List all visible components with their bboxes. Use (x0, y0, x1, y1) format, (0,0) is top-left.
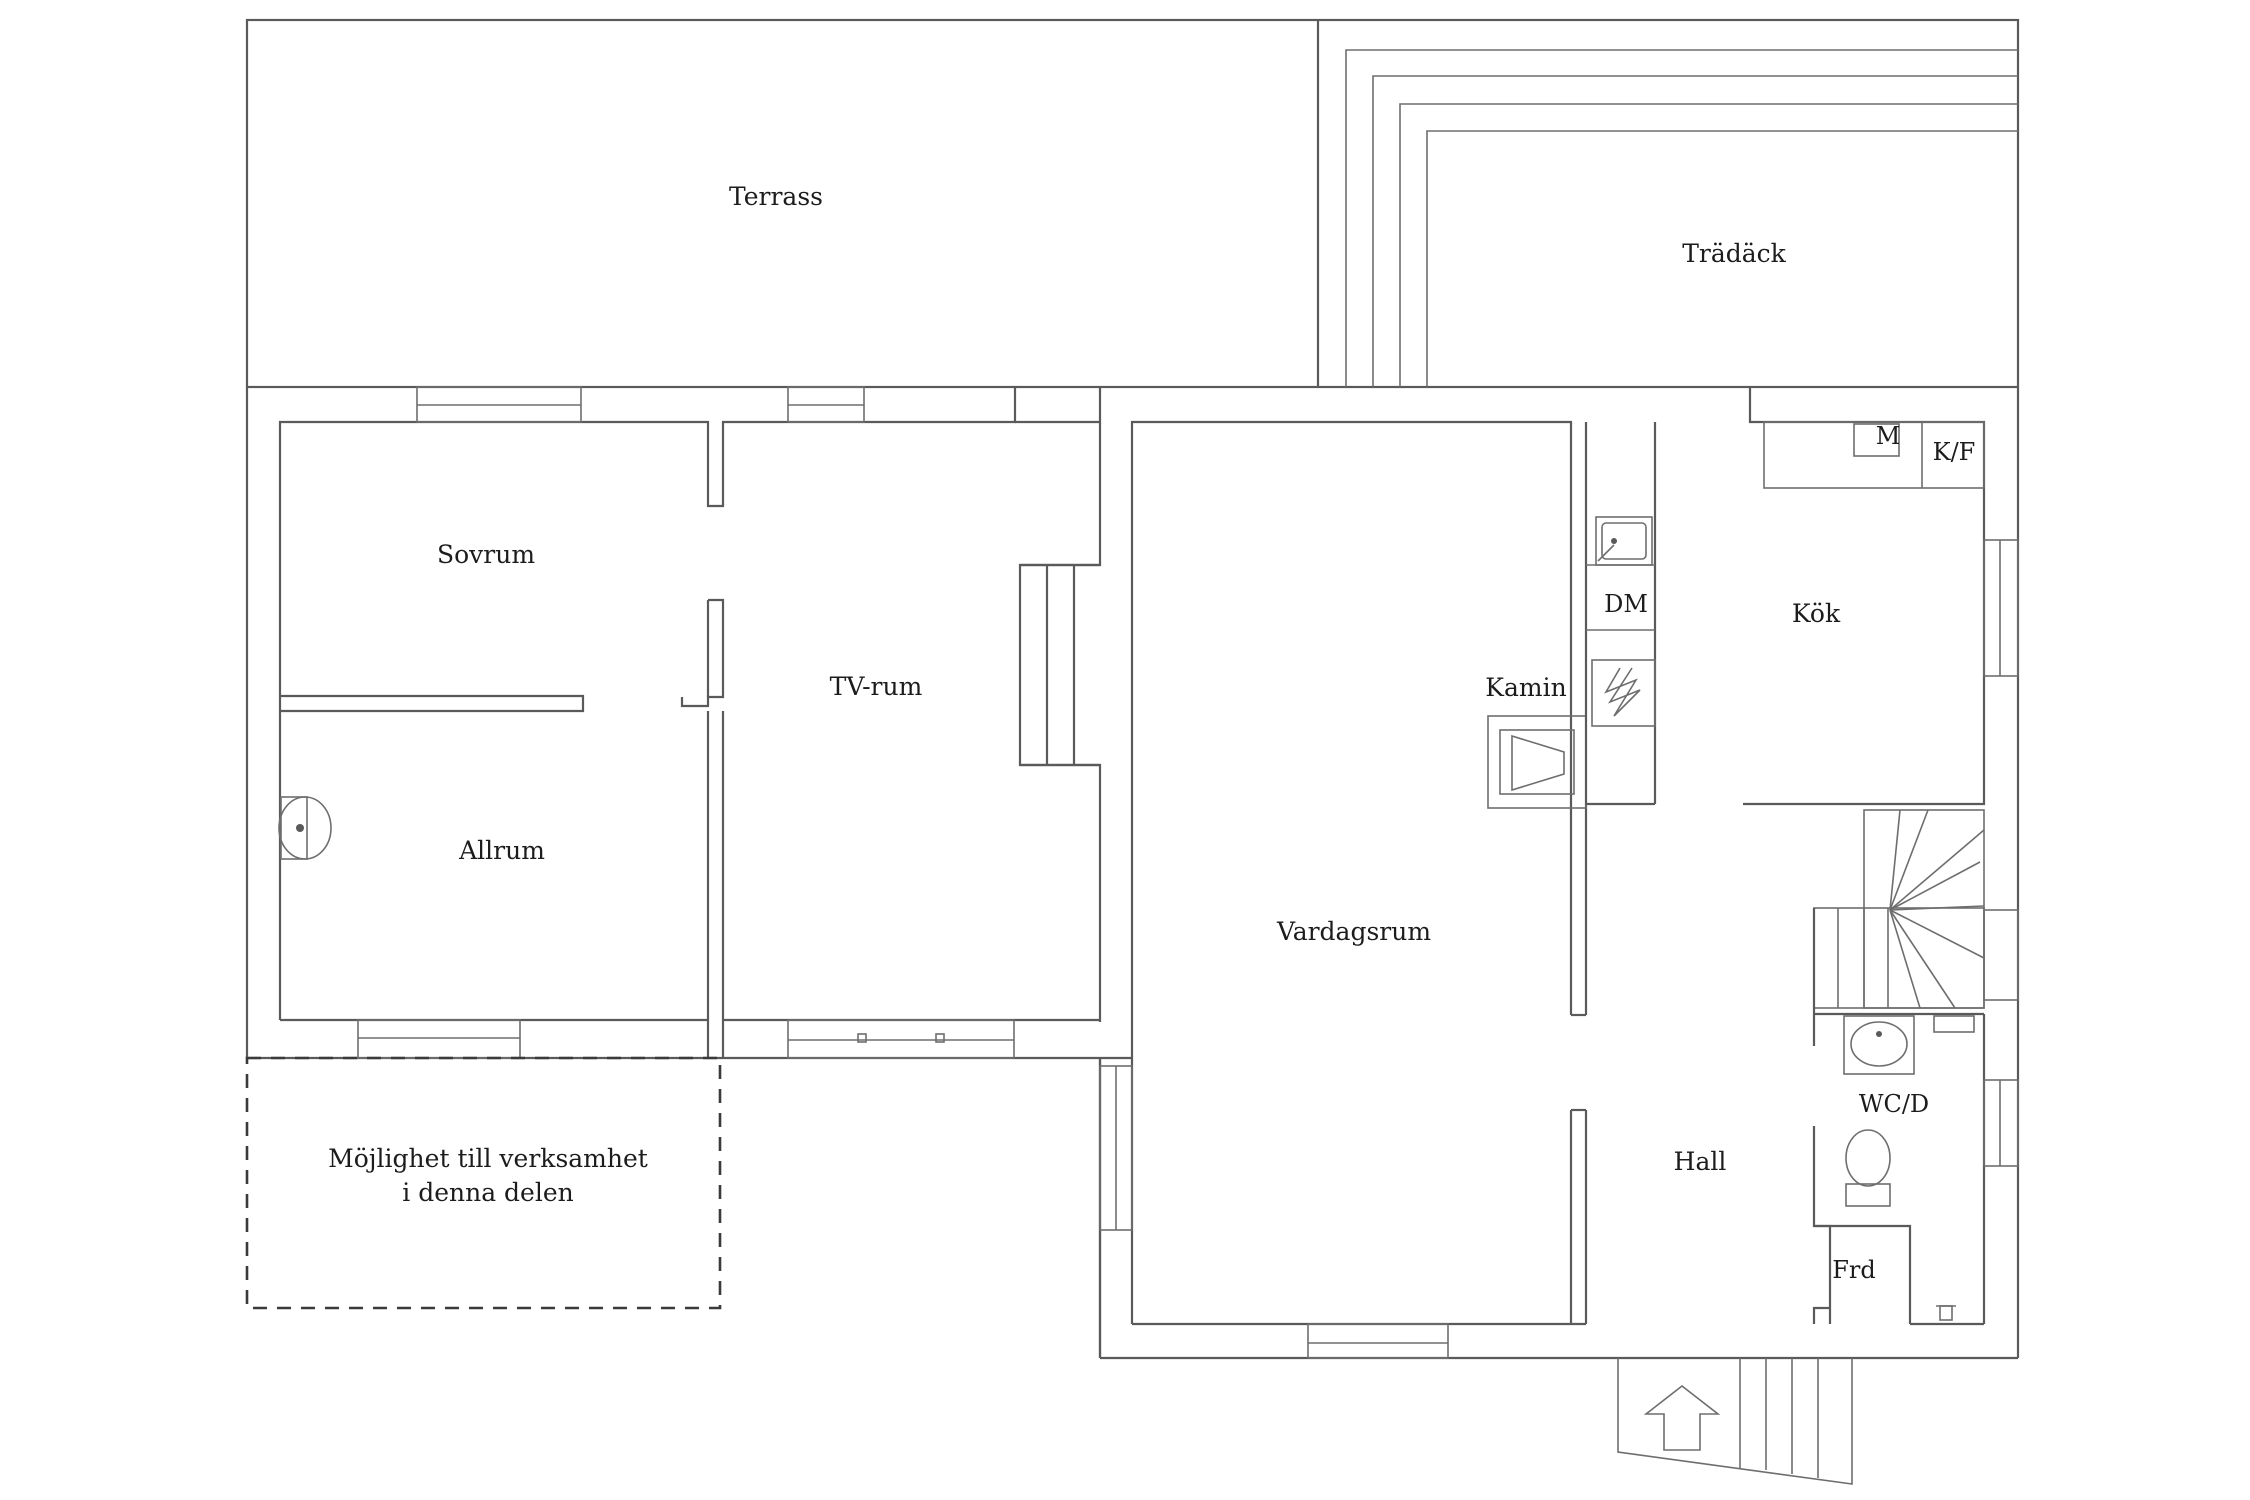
room-label-terrass: Terrass (729, 182, 823, 211)
room-label-frd: Frd (1832, 1256, 1876, 1284)
room-label-hall: Hall (1674, 1147, 1727, 1176)
optional-business-area (245, 1056, 722, 1310)
label-dm: DM (1604, 590, 1648, 618)
sink-icon (278, 796, 332, 860)
entrance-steps (1617, 1358, 1853, 1485)
terrace-area (245, 18, 2020, 389)
wc-walls (1812, 908, 2019, 1326)
kitchen-walls (1743, 387, 2019, 806)
wood-deck-steps (1345, 49, 2018, 387)
room-label-sovrum: Sovrum (437, 540, 535, 569)
windows-west (357, 386, 1015, 1059)
note-line-2: i denna delen (402, 1178, 573, 1207)
note-line-1: Möjlighet till verksamhet (328, 1144, 648, 1173)
room-label-tv-rum: TV-rum (830, 672, 923, 701)
living-room-walls (1098, 387, 1588, 1358)
window-living-room (1099, 1065, 1449, 1359)
sink-icon (1843, 1015, 1915, 1075)
staircase-icon (1813, 809, 2019, 1009)
west-wing-walls (247, 387, 1102, 1060)
entrance-arrow-icon (1643, 1384, 1721, 1451)
toilet-icon (1845, 1129, 1891, 1207)
sink-icon (1595, 516, 1653, 566)
radiator-valve-icon (1936, 1305, 1956, 1321)
room-label-allrum: Allrum (458, 836, 545, 865)
label-kf: K/F (1933, 438, 1976, 466)
room-label-kok: Kök (1792, 599, 1841, 628)
room-label-vardagsrum: Vardagsrum (1276, 917, 1431, 946)
room-label-wcd: WC/D (1859, 1090, 1929, 1118)
room-label-tradack: Trädäck (1682, 239, 1786, 268)
label-m: M (1876, 422, 1901, 450)
label-kamin: Kamin (1485, 673, 1566, 702)
